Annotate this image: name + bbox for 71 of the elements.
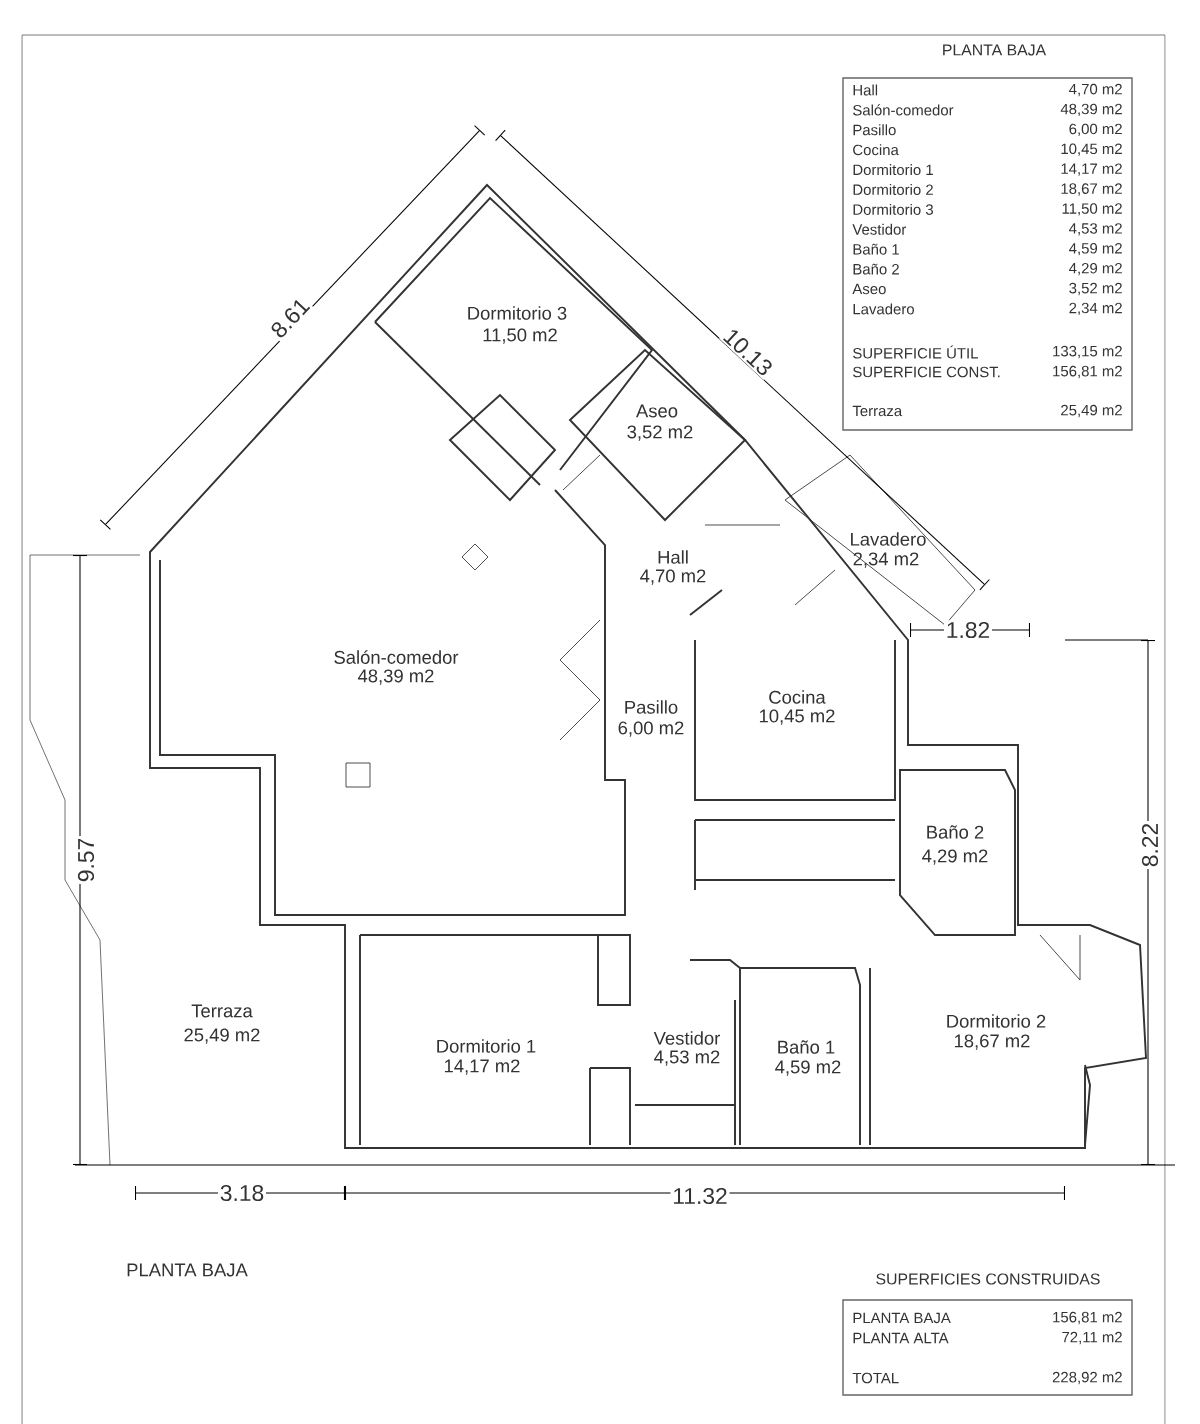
table-cell: 156,81 m2 xyxy=(1053,1311,1122,1325)
table-cell: PLANTA BAJA xyxy=(853,1312,951,1324)
table-cell: 133,15 m2 xyxy=(1053,345,1122,359)
table-cell: SUPERFICIE CONST. xyxy=(853,366,1000,378)
table-cell: Hall xyxy=(853,84,878,96)
table-cell: 6,00 m2 xyxy=(1069,123,1122,136)
dimension-label: 8.61 xyxy=(266,293,314,343)
table-cell: Vestidor xyxy=(852,223,907,235)
room-label: Lavadero xyxy=(851,532,926,546)
room-label: Dormitorio 2 xyxy=(947,1014,1046,1028)
table-heading: PLANTA BAJA xyxy=(943,44,1047,56)
table-cell: Cocina xyxy=(853,144,899,156)
table-cell: Dormitorio 2 xyxy=(853,184,933,195)
room-label: 3,52 m2 xyxy=(627,425,693,441)
table-cell: 14,17 m2 xyxy=(1061,163,1122,176)
room-label: Salón-comedor xyxy=(334,650,459,664)
table-cell: Dormitorio 3 xyxy=(853,203,933,215)
dimension-label: 11.32 xyxy=(670,1186,730,1206)
room-label: 14,17 m2 xyxy=(444,1059,520,1075)
table-cell: 4,59 m2 xyxy=(1069,243,1122,256)
room-label: 4,70 m2 xyxy=(640,569,706,585)
table-cell: Pasillo xyxy=(853,124,896,136)
table-cell: 4,53 m2 xyxy=(1069,223,1122,236)
room-label: Dormitorio 1 xyxy=(437,1039,536,1053)
table-cell: Lavadero xyxy=(853,303,914,315)
room-label: 25,49 m2 xyxy=(184,1028,260,1044)
table-cell: Baño 2 xyxy=(853,263,899,275)
table-cell: 11,50 m2 xyxy=(1062,203,1122,216)
table-cell: 18,67 m2 xyxy=(1061,183,1122,196)
room-label: 4,29 m2 xyxy=(922,849,988,865)
room-label: 10,45 m2 xyxy=(759,709,835,725)
table-cell: 4,70 m2 xyxy=(1069,83,1122,97)
table-cell: Dormitorio 1 xyxy=(853,164,933,176)
plan-title: PLANTA BAJA xyxy=(127,1263,248,1277)
table-cell: Aseo xyxy=(852,283,886,295)
room-label: Aseo xyxy=(636,404,678,418)
table-cell: 4,29 m2 xyxy=(1069,262,1122,276)
table-cell: PLANTA ALTA xyxy=(853,1332,949,1344)
room-label: Baño 1 xyxy=(778,1040,835,1054)
room-label: Pasillo xyxy=(625,700,678,714)
table-cell: TOTAL xyxy=(852,1372,899,1384)
dimension-label: 8.22 xyxy=(1140,821,1160,869)
table-cell: Baño 1 xyxy=(853,243,899,255)
table-cell: 48,39 m2 xyxy=(1060,103,1122,117)
dimension-label: 1.82 xyxy=(944,620,992,640)
room-label: 4,53 m2 xyxy=(654,1050,720,1066)
room-label: Vestidor xyxy=(653,1031,720,1045)
dimension-label: 3.18 xyxy=(218,1183,266,1203)
room-label: Dormitorio 3 xyxy=(468,306,567,320)
table-cell: 25,49 m2 xyxy=(1061,404,1122,418)
table-cell: Salón-comedor xyxy=(853,104,954,116)
table-cell: 72,11 m2 xyxy=(1062,1331,1122,1345)
table-cell: SUPERFICIE ÚTIL xyxy=(853,345,978,359)
room-label: 6,00 m2 xyxy=(618,721,684,737)
room-label: 11,50 m2 xyxy=(483,328,557,344)
room-label: Hall xyxy=(658,550,688,564)
table-cell: 2,34 m2 xyxy=(1069,302,1122,316)
table-cell: 228,92 m2 xyxy=(1052,1371,1122,1385)
room-label: Terraza xyxy=(191,1004,253,1018)
room-label: 48,39 m2 xyxy=(357,669,434,685)
table-cell: Terraza xyxy=(852,405,903,417)
table-cell: 10,45 m2 xyxy=(1061,143,1122,156)
room-label: Cocina xyxy=(769,690,826,704)
table-cell: 3,52 m2 xyxy=(1069,282,1122,296)
table-heading: SUPERFICIES CONSTRUIDAS xyxy=(876,1273,1100,1285)
table-cell: 156,81 m2 xyxy=(1053,365,1122,379)
room-label: Baño 2 xyxy=(927,825,984,839)
room-label: 2,34 m2 xyxy=(853,552,919,568)
dimension-label: 9.57 xyxy=(76,836,96,884)
room-label: 18,67 m2 xyxy=(954,1034,1030,1050)
room-label: 4,59 m2 xyxy=(775,1060,841,1076)
